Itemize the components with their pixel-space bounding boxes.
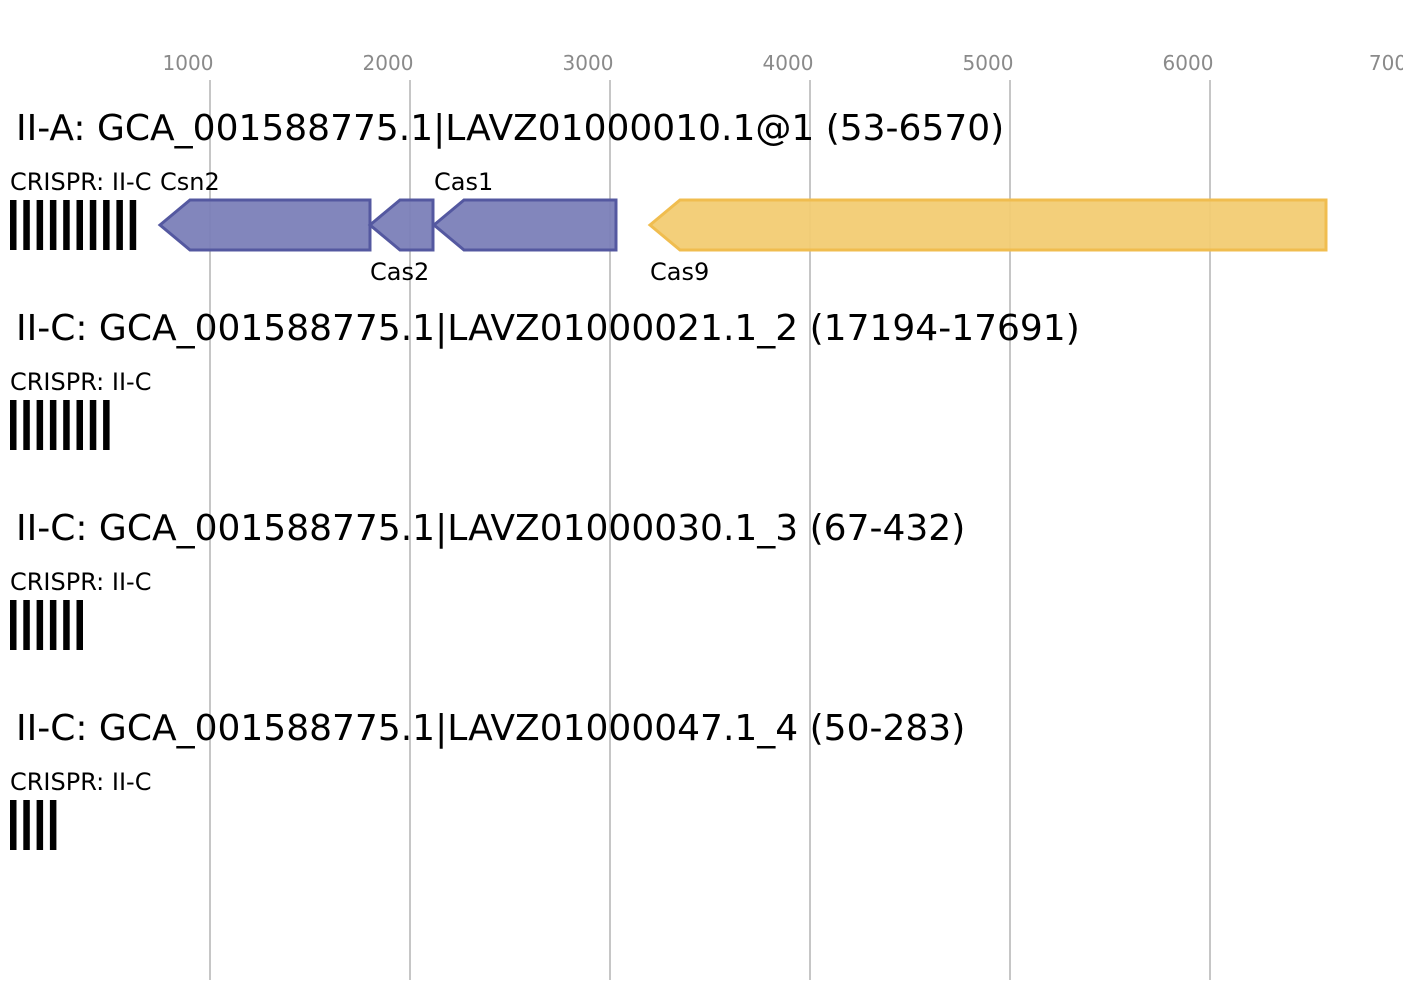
crispr-array xyxy=(10,400,110,450)
axis-tick-label: 4000 xyxy=(763,51,814,75)
crispr-repeat xyxy=(23,600,30,650)
gene-arrow-cas9 xyxy=(647,198,1328,252)
crispr-repeat xyxy=(49,600,57,650)
crispr-array xyxy=(10,600,83,650)
crispr-array-label: CRISPR: II-C xyxy=(10,168,151,196)
axis-tick-label: 1000 xyxy=(163,51,214,75)
crispr-repeat xyxy=(103,200,110,250)
crispr-repeat xyxy=(49,400,57,450)
crispr-repeat xyxy=(76,600,83,650)
crispr-repeat xyxy=(89,400,97,450)
locus-track: II-A: GCA_001588775.1|LAVZ01000010.1@1 (… xyxy=(10,108,1328,286)
crispr-repeat xyxy=(10,200,17,250)
crispr-repeat xyxy=(36,600,44,650)
crispr-repeat xyxy=(116,200,123,250)
crispr-repeat xyxy=(63,400,70,450)
gene-arrow-cas2 xyxy=(367,198,435,252)
locus-title: II-A: GCA_001588775.1|LAVZ01000010.1@1 (… xyxy=(16,108,1004,149)
gene-arrow-csn2 xyxy=(157,198,372,252)
axis-tick-label: 5000 xyxy=(963,51,1014,75)
crispr-repeat xyxy=(103,400,110,450)
crispr-repeat xyxy=(49,200,57,250)
locus-title: II-C: GCA_001588775.1|LAVZ01000047.1_4 (… xyxy=(16,708,965,749)
crispr-repeat xyxy=(76,400,83,450)
crispr-repeat xyxy=(10,800,17,850)
crispr-repeat xyxy=(129,200,137,250)
locus-title: II-C: GCA_001588775.1|LAVZ01000021.1_2 (… xyxy=(16,308,1080,349)
crispr-array-label: CRISPR: II-C xyxy=(10,768,151,796)
locus-track: II-C: GCA_001588775.1|LAVZ01000030.1_3 (… xyxy=(10,508,965,650)
crispr-repeat xyxy=(76,200,83,250)
gene-label: Cas1 xyxy=(434,168,493,196)
crispr-repeat xyxy=(10,400,17,450)
crispr-repeat xyxy=(23,400,30,450)
crispr-array xyxy=(10,200,137,250)
axis-tick-label: 2000 xyxy=(363,51,414,75)
crispr-array-label: CRISPR: II-C xyxy=(10,368,151,396)
gene-label: Csn2 xyxy=(160,168,220,196)
axis-tick-label: 700 xyxy=(1369,51,1403,75)
crispr-repeat xyxy=(63,200,70,250)
crispr-repeat xyxy=(63,600,70,650)
loci-tracks: II-A: GCA_001588775.1|LAVZ01000010.1@1 (… xyxy=(10,108,1328,850)
axis-tick-label: 3000 xyxy=(563,51,614,75)
locus-title: II-C: GCA_001588775.1|LAVZ01000030.1_3 (… xyxy=(16,508,965,549)
gene-label: Cas9 xyxy=(650,258,709,286)
crispr-repeat xyxy=(89,200,97,250)
crispr-repeat xyxy=(36,400,44,450)
axis-ticks: 1000 2000 3000 4000 5000 6000 700 xyxy=(163,51,1403,75)
crispr-repeat xyxy=(23,200,30,250)
locus-track: II-C: GCA_001588775.1|LAVZ01000047.1_4 (… xyxy=(10,708,965,850)
crispr-array-label: CRISPR: II-C xyxy=(10,568,151,596)
crispr-repeat xyxy=(36,200,44,250)
crispr-repeat xyxy=(49,800,57,850)
crispr-repeat xyxy=(36,800,44,850)
gene-arrow-cas1 xyxy=(431,198,618,252)
gene-label: Cas2 xyxy=(370,258,429,286)
crispr-array xyxy=(10,800,57,850)
locus-track: II-C: GCA_001588775.1|LAVZ01000021.1_2 (… xyxy=(10,308,1080,450)
axis-tick-label: 6000 xyxy=(1163,51,1214,75)
crispr-repeat xyxy=(10,600,17,650)
crispr-repeat xyxy=(23,800,30,850)
